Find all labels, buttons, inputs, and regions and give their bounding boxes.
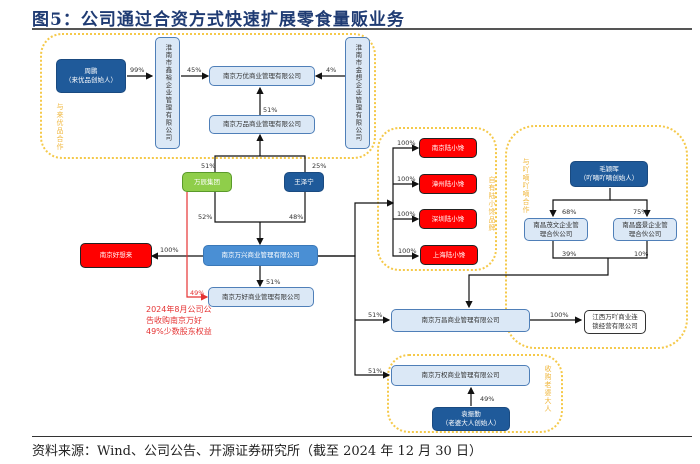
figure-title: 图5：公司通过合资方式快速扩展零食量贩业务 (32, 10, 405, 30)
node-wanhao: 南京万好商业管理有限公司 (208, 287, 314, 307)
pct-wanchen-wanxing: 52% (198, 213, 213, 221)
node-yuan-zhenjin: 袁振勤 （老婆大人创始人） (432, 407, 510, 431)
acquisition-annotation: 2024年8月公司公告收购南京万好49%少数股东权益 (146, 305, 212, 336)
pct-wanpin-wanyou: 51% (263, 106, 278, 114)
node-wanquan: 南京万权商业管理有限公司 (391, 365, 530, 386)
edge-mao-children (549, 188, 611, 218)
group-zhaoyiming (505, 125, 688, 349)
group-label-luxiaochan: 自有陆小馋品牌 (488, 176, 496, 232)
group-label-zhaoyiming: 与吖嘀吖嘀合作 (522, 158, 530, 214)
pct-wanchang-jiangxi: 100% (550, 311, 569, 319)
pct-wang-wanpin: 25% (312, 162, 327, 170)
node-wanchang: 南京万昌商业管理有限公司 (391, 309, 530, 332)
source-note: 资料来源：Wind、公司公告、开源证券研究所（截至 2024 年 12 月 30… (32, 444, 482, 459)
group-luxiaochan (377, 127, 497, 271)
node-huainan-xinyu: 淮南市鑫裕企业管理有限公司 (155, 37, 180, 149)
pct-zhoupeng-xinyu: 99% (130, 66, 145, 74)
pct-wanxing-wanchang: 51% (368, 311, 383, 319)
group-label-laopodaren: 收购老婆大人 (544, 365, 552, 413)
pct-lxc-shanghai: 100% (398, 247, 417, 255)
pct-wanchen-wanpin: 51% (201, 162, 216, 170)
group-label-laiyoupin: 与来优品合作 (56, 103, 64, 151)
pct-lxc-nanjing: 100% (397, 139, 416, 147)
top-rule (32, 28, 692, 30)
pct-wanxing-wanquan: 51% (368, 367, 383, 375)
node-lxc-shenzhen: 深圳陆小馋 (419, 209, 477, 229)
edge-owners-wanpin (214, 155, 306, 172)
pct-xinyu-wanyou: 45% (187, 66, 202, 74)
node-zhoupeng: 周鹏 （来优品创始人） (56, 59, 126, 93)
pct-wanchen-wanhao: 49% (190, 289, 205, 297)
bottom-rule (32, 436, 692, 437)
node-lxc-zhangzhou: 漳州陆小馋 (419, 174, 477, 194)
node-wanyou: 南京万优商业管理有限公司 (209, 66, 315, 86)
edge-wanchen-wanhao (186, 192, 209, 301)
node-jiangxi-wanding: 江西万吖商业连锁经营有限公司 (584, 310, 646, 334)
node-haoxianglai: 南京好想来 (80, 243, 152, 268)
pct-wanxing-haoxianglai: 100% (160, 246, 179, 254)
node-lxc-shanghai: 上海陆小馋 (420, 245, 478, 265)
group-laiyoupin (40, 33, 376, 159)
pct-yuan-wanquan: 49% (480, 395, 495, 403)
pct-shengjing-wanchang: 10% (634, 250, 649, 258)
group-laopodaren (387, 354, 563, 433)
pct-mao-maowen: 68% (562, 208, 577, 216)
node-nanchang-maowen: 南昌茂文企业管理合伙公司 (524, 218, 588, 241)
pct-mao-shengjing: 75% (633, 208, 648, 216)
pct-maowen-wanchang: 39% (562, 250, 577, 258)
node-nanchang-shengjing: 南昌盛景企业管理合伙公司 (613, 218, 677, 241)
pct-lxc-zhangzhou: 100% (397, 175, 416, 183)
pct-lxc-shenzhen: 100% (397, 210, 416, 218)
node-huainan-jinxiang: 淮南市金想企业管理有限公司 (345, 37, 370, 149)
node-wang-jingning: 王泽宁 (284, 172, 324, 192)
pct-wanxing-wanhao: 51% (266, 278, 281, 286)
node-wanpin: 南京万品商业管理有限公司 (209, 115, 315, 134)
node-mao-yinghui: 毛颖晖 （吖嘀吖嘀创始人） (570, 161, 648, 187)
node-wanxing: 南京万兴商业管理有限公司 (203, 245, 318, 266)
edge-partners-wanchang (552, 240, 648, 259)
node-wanchen: 万辰集团 (182, 172, 232, 192)
pct-jinxiang-wanyou: 4% (326, 66, 337, 74)
pct-wang-wanxing: 48% (289, 213, 304, 221)
edge-lxc-branch (392, 144, 420, 203)
node-lxc-nanjing: 南京陆小馋 (419, 138, 477, 158)
